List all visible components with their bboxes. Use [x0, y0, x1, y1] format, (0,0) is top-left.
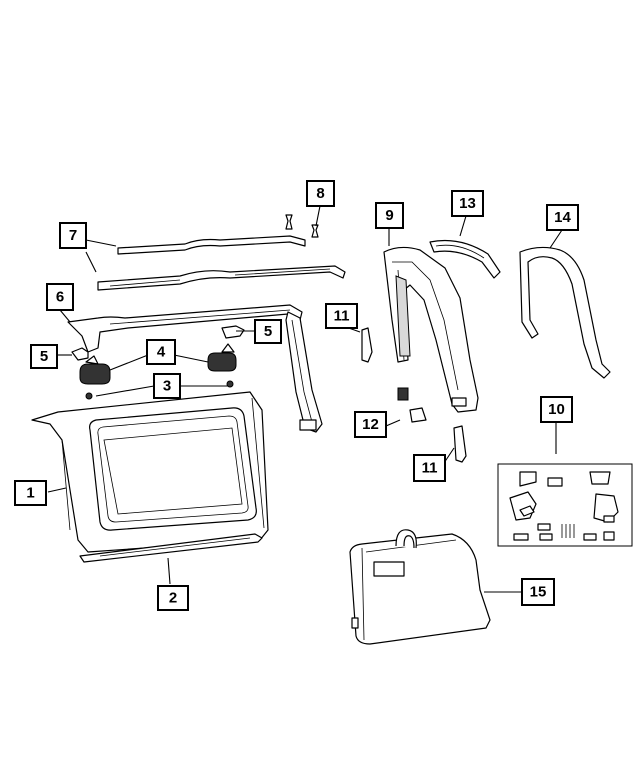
- callout-15: 15: [521, 578, 555, 606]
- callout-1: 1: [14, 480, 47, 506]
- svg-text:15: 15: [530, 584, 547, 601]
- part-8-clips: [285, 214, 319, 238]
- svg-text:9: 9: [385, 207, 393, 224]
- callout-5-right: 5: [254, 319, 282, 344]
- callout-4: 4: [146, 339, 176, 365]
- svg-text:8: 8: [316, 185, 324, 202]
- callout-11-upper: 11: [325, 303, 358, 329]
- callout-11-lower: 11: [413, 454, 446, 482]
- callout-14: 14: [546, 204, 579, 231]
- part-7-side-rails: [97, 235, 346, 291]
- callout-5-left: 5: [30, 344, 58, 369]
- svg-text:14: 14: [554, 209, 571, 226]
- svg-text:4: 4: [157, 344, 166, 361]
- part-15-storage-bag: [349, 529, 491, 645]
- part-1-rear-window-panel: [31, 391, 269, 553]
- callout-6: 6: [46, 283, 74, 311]
- part-9-quarter-pillar: [383, 246, 479, 413]
- svg-text:11: 11: [334, 308, 350, 325]
- svg-text:6: 6: [56, 289, 64, 306]
- callout-7: 7: [59, 222, 87, 249]
- part-3-plugs: [85, 380, 234, 400]
- svg-text:11: 11: [422, 460, 438, 477]
- svg-text:12: 12: [362, 416, 379, 433]
- callout-2: 2: [157, 585, 189, 611]
- part-10-hardware-kit: [497, 463, 633, 547]
- part-12-clips: [397, 387, 427, 423]
- part-11-brackets: [361, 327, 467, 463]
- part-6-header-rail: [67, 304, 323, 433]
- callout-10: 10: [540, 396, 573, 423]
- leader-lines: [47, 205, 563, 593]
- svg-text:2: 2: [169, 590, 177, 607]
- svg-text:3: 3: [163, 378, 171, 395]
- part-13-upper-seal: [429, 239, 501, 279]
- svg-text:10: 10: [548, 401, 565, 418]
- svg-text:7: 7: [69, 227, 77, 244]
- svg-text:1: 1: [26, 485, 34, 502]
- callout-12: 12: [354, 411, 387, 438]
- part-2-lower-seal: [79, 533, 263, 563]
- svg-text:13: 13: [459, 195, 476, 212]
- callout-3: 3: [153, 373, 181, 399]
- svg-text:5: 5: [40, 348, 48, 365]
- callout-8: 8: [306, 180, 335, 207]
- callout-9: 9: [375, 202, 404, 229]
- part-4-latches: [79, 343, 237, 385]
- svg-text:5: 5: [264, 323, 272, 340]
- part-5-clips: [71, 325, 245, 361]
- callout-13: 13: [451, 190, 484, 217]
- part-14-door-seal: [519, 246, 611, 379]
